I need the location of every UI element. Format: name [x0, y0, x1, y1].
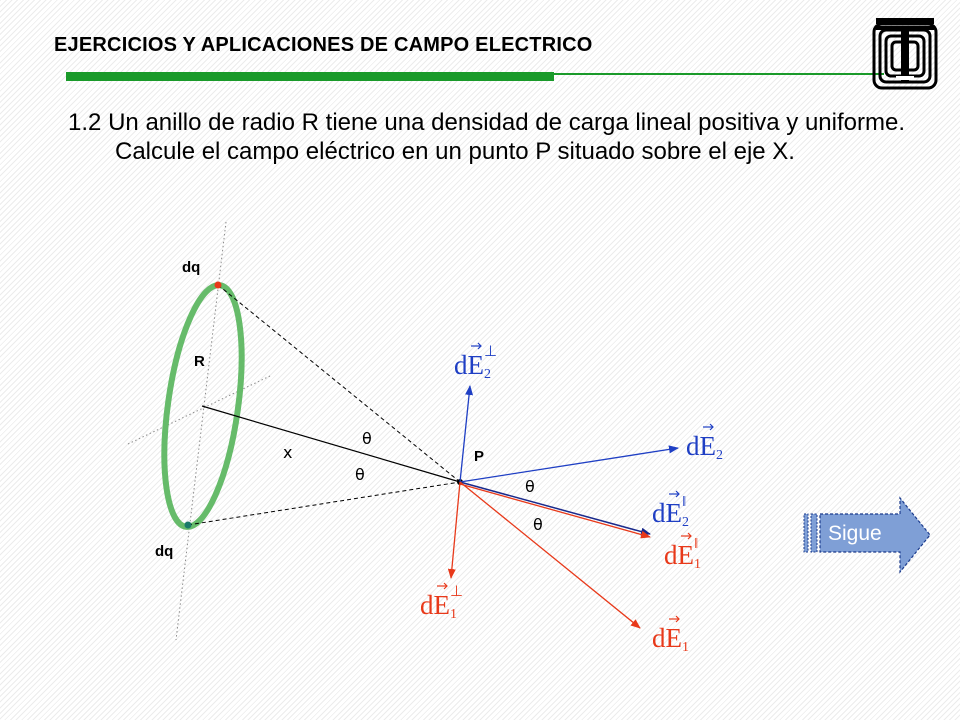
svg-text:dE: dE	[664, 540, 694, 570]
svg-text:dE: dE	[686, 431, 716, 461]
x-axis-line	[201, 405, 461, 483]
vector-dE2-perp	[459, 385, 474, 483]
next-slide-button[interactable]	[802, 496, 932, 574]
svg-text:1: 1	[682, 640, 689, 655]
label-dq-bottom: dq	[155, 543, 173, 560]
vector-dE1	[459, 481, 641, 629]
svg-text:1: 1	[450, 607, 457, 622]
next-slide-label[interactable]: Sigue	[828, 522, 882, 545]
svg-text:⊥: ⊥	[484, 344, 497, 360]
label-dq-top: dq	[182, 259, 200, 276]
vector-dE1-perp	[447, 481, 461, 579]
svg-text:dE: dE	[454, 350, 484, 380]
title-underline-line	[554, 73, 884, 75]
vector-dE2	[459, 445, 679, 483]
dq-bottom-point	[184, 521, 192, 529]
slide-title: EJERCICIOS Y APLICACIONES DE CAMPO ELECT…	[54, 34, 593, 56]
svg-text:ǁ: ǁ	[694, 536, 698, 552]
title-underline-bar	[66, 72, 554, 81]
label-dE2: dE 2	[686, 423, 723, 463]
svg-text:ǁ: ǁ	[682, 494, 686, 510]
institution-logo-icon	[872, 18, 938, 90]
label-dE1-par: dE 1 ǁ	[664, 532, 701, 572]
svg-text:1: 1	[694, 557, 701, 572]
line-dq-top-to-p	[217, 284, 461, 483]
label-dE1: dE 1	[652, 615, 689, 655]
vector-dE1-par	[459, 483, 651, 539]
label-dE2-perp: dE 2 ⊥	[454, 342, 497, 382]
svg-text:dE: dE	[652, 498, 682, 528]
svg-text:dE: dE	[652, 623, 682, 653]
label-distance-x: x	[283, 443, 292, 462]
svg-text:dE: dE	[420, 590, 450, 620]
label-dE2-par: dE 2 ǁ	[652, 490, 689, 530]
svg-text:2: 2	[484, 367, 491, 382]
label-point-p: P	[474, 448, 484, 465]
label-theta-right-lower: θ	[533, 515, 543, 534]
svg-text:2: 2	[716, 448, 723, 463]
label-theta-upper: θ	[362, 429, 372, 448]
svg-text:⊥: ⊥	[450, 584, 463, 600]
svg-text:2: 2	[682, 515, 689, 530]
line-dq-bottom-to-p	[187, 481, 461, 526]
label-theta-right-upper: θ	[525, 477, 535, 496]
label-radius: R	[194, 353, 205, 370]
vector-dE2-par	[459, 481, 651, 536]
label-dE1-perp: dE 1 ⊥	[420, 582, 463, 622]
horizontal-axis	[127, 375, 271, 445]
label-theta-lower: θ	[355, 465, 365, 484]
dq-top-point	[214, 281, 222, 289]
problem-statement: 1.2 Un anillo de radio R tiene una densi…	[68, 109, 905, 165]
